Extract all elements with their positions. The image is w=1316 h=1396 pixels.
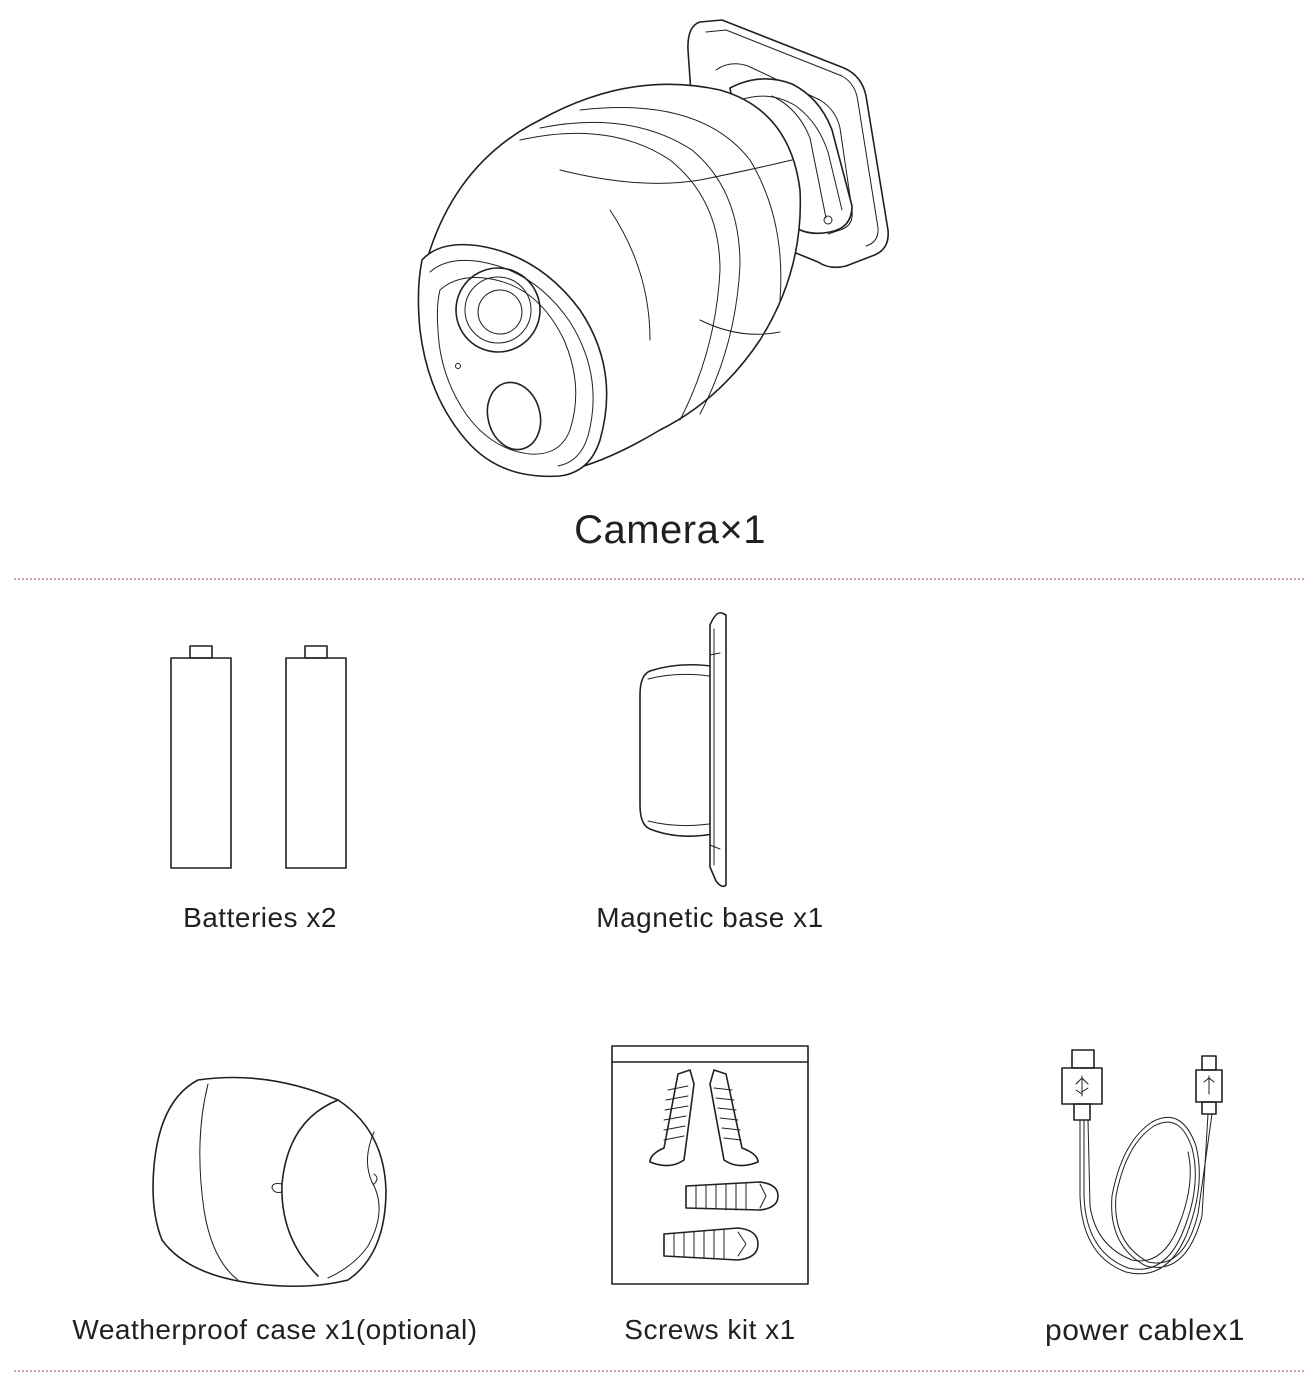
battery-icon (170, 645, 232, 869)
bag-outline (611, 1045, 809, 1285)
power-cable-label: power cablex1 (1045, 1314, 1245, 1347)
batteries-label: Batteries x2 (183, 902, 337, 933)
camera-drawing (417, 19, 889, 478)
power-cable-drawing (1061, 1049, 1223, 1275)
camera-illustration (400, 10, 910, 490)
micro-usb-connector-icon (1195, 1055, 1223, 1115)
section-divider-bottom (14, 1370, 1304, 1372)
magnetic-base-label: Magnetic base x1 (596, 902, 824, 933)
camera-label: Camera×1 (574, 508, 766, 552)
weatherproof-case-illustration (148, 1070, 398, 1300)
screw-icon (709, 1069, 759, 1167)
power-cable-illustration (1056, 1046, 1236, 1286)
battery-icon (285, 645, 347, 869)
screws-kit-label: Screws kit x1 (624, 1314, 796, 1345)
weatherproof-case-drawing (152, 1076, 387, 1288)
magnetic-base-illustration (630, 605, 750, 895)
batteries-illustration (160, 640, 360, 880)
wall-anchor-icon (685, 1181, 779, 1211)
screw-icon (649, 1069, 695, 1167)
magnetic-base-drawing (639, 611, 727, 888)
section-divider-top (14, 578, 1304, 580)
weatherproof-case-label: Weatherproof case x1(optional) (72, 1314, 478, 1345)
usb-a-connector-icon (1061, 1049, 1103, 1121)
screws-kit-illustration (610, 1044, 810, 1286)
screws-kit-drawing (611, 1045, 809, 1285)
battery-pair-drawing (170, 645, 347, 869)
wall-anchor-icon (663, 1227, 759, 1261)
